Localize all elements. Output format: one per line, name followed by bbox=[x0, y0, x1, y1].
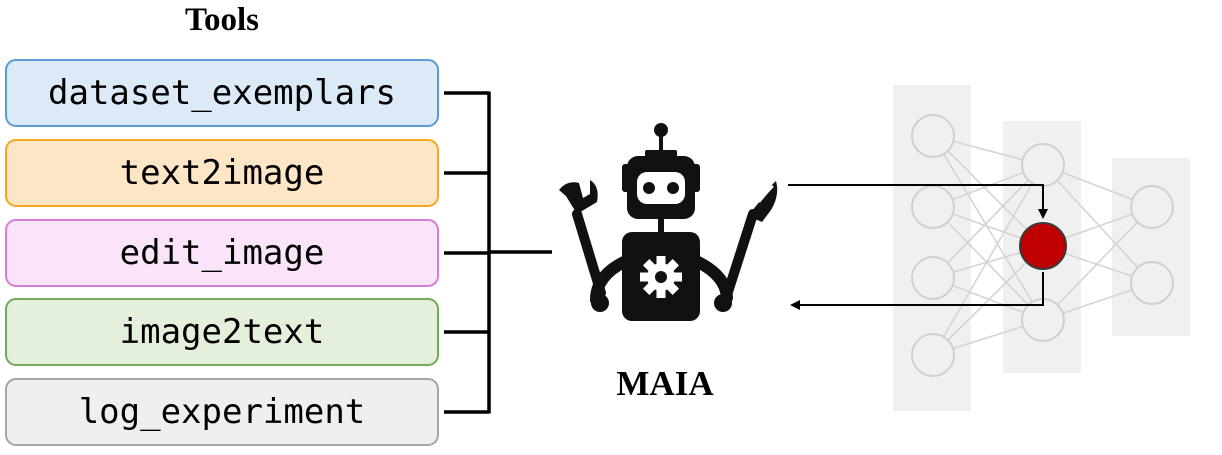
neuron bbox=[911, 114, 955, 158]
highlighted-neuron bbox=[1019, 222, 1067, 270]
network-neurons bbox=[911, 114, 1174, 377]
network-edge bbox=[932, 135, 1044, 247]
tool-label: log_experiment bbox=[78, 392, 366, 432]
agent-label: MAIA bbox=[616, 364, 714, 403]
response-arrow bbox=[790, 272, 1044, 310]
network-edge bbox=[932, 164, 1044, 279]
tool-log-experiment: log_experiment bbox=[5, 378, 439, 446]
network-edge bbox=[932, 245, 1044, 356]
tool-label: text2image bbox=[119, 153, 325, 193]
network-edge bbox=[932, 206, 1044, 321]
tool-text2image: text2image bbox=[5, 139, 439, 207]
tools-title: Tools bbox=[185, 2, 259, 38]
neural-network bbox=[893, 85, 1190, 411]
neuron bbox=[911, 333, 955, 377]
tool-image2text: image2text bbox=[5, 298, 439, 366]
tool-label: dataset_exemplars bbox=[48, 73, 396, 113]
network-edge bbox=[1042, 164, 1153, 284]
gear-icon bbox=[640, 256, 682, 298]
tool-bracket bbox=[444, 91, 552, 414]
paintbrush-icon bbox=[722, 181, 778, 300]
network-edge bbox=[1042, 206, 1153, 321]
neuron bbox=[1021, 143, 1065, 187]
network-connections bbox=[932, 135, 1153, 356]
robot-icon bbox=[559, 123, 778, 321]
tool-label: image2text bbox=[119, 312, 325, 352]
probe-arrow bbox=[788, 184, 1048, 219]
neuron bbox=[911, 256, 955, 300]
neuron bbox=[911, 185, 955, 229]
layer-3-background bbox=[1112, 158, 1190, 336]
tool-dataset-exemplars: dataset_exemplars bbox=[5, 59, 439, 127]
tool-edit-image: edit_image bbox=[5, 219, 439, 287]
tool-label: edit_image bbox=[119, 233, 325, 273]
neuron bbox=[1130, 261, 1174, 305]
network-edge bbox=[932, 164, 1044, 356]
wrench-icon bbox=[559, 180, 606, 298]
network-edge bbox=[932, 135, 1044, 321]
neuron bbox=[1130, 185, 1174, 229]
